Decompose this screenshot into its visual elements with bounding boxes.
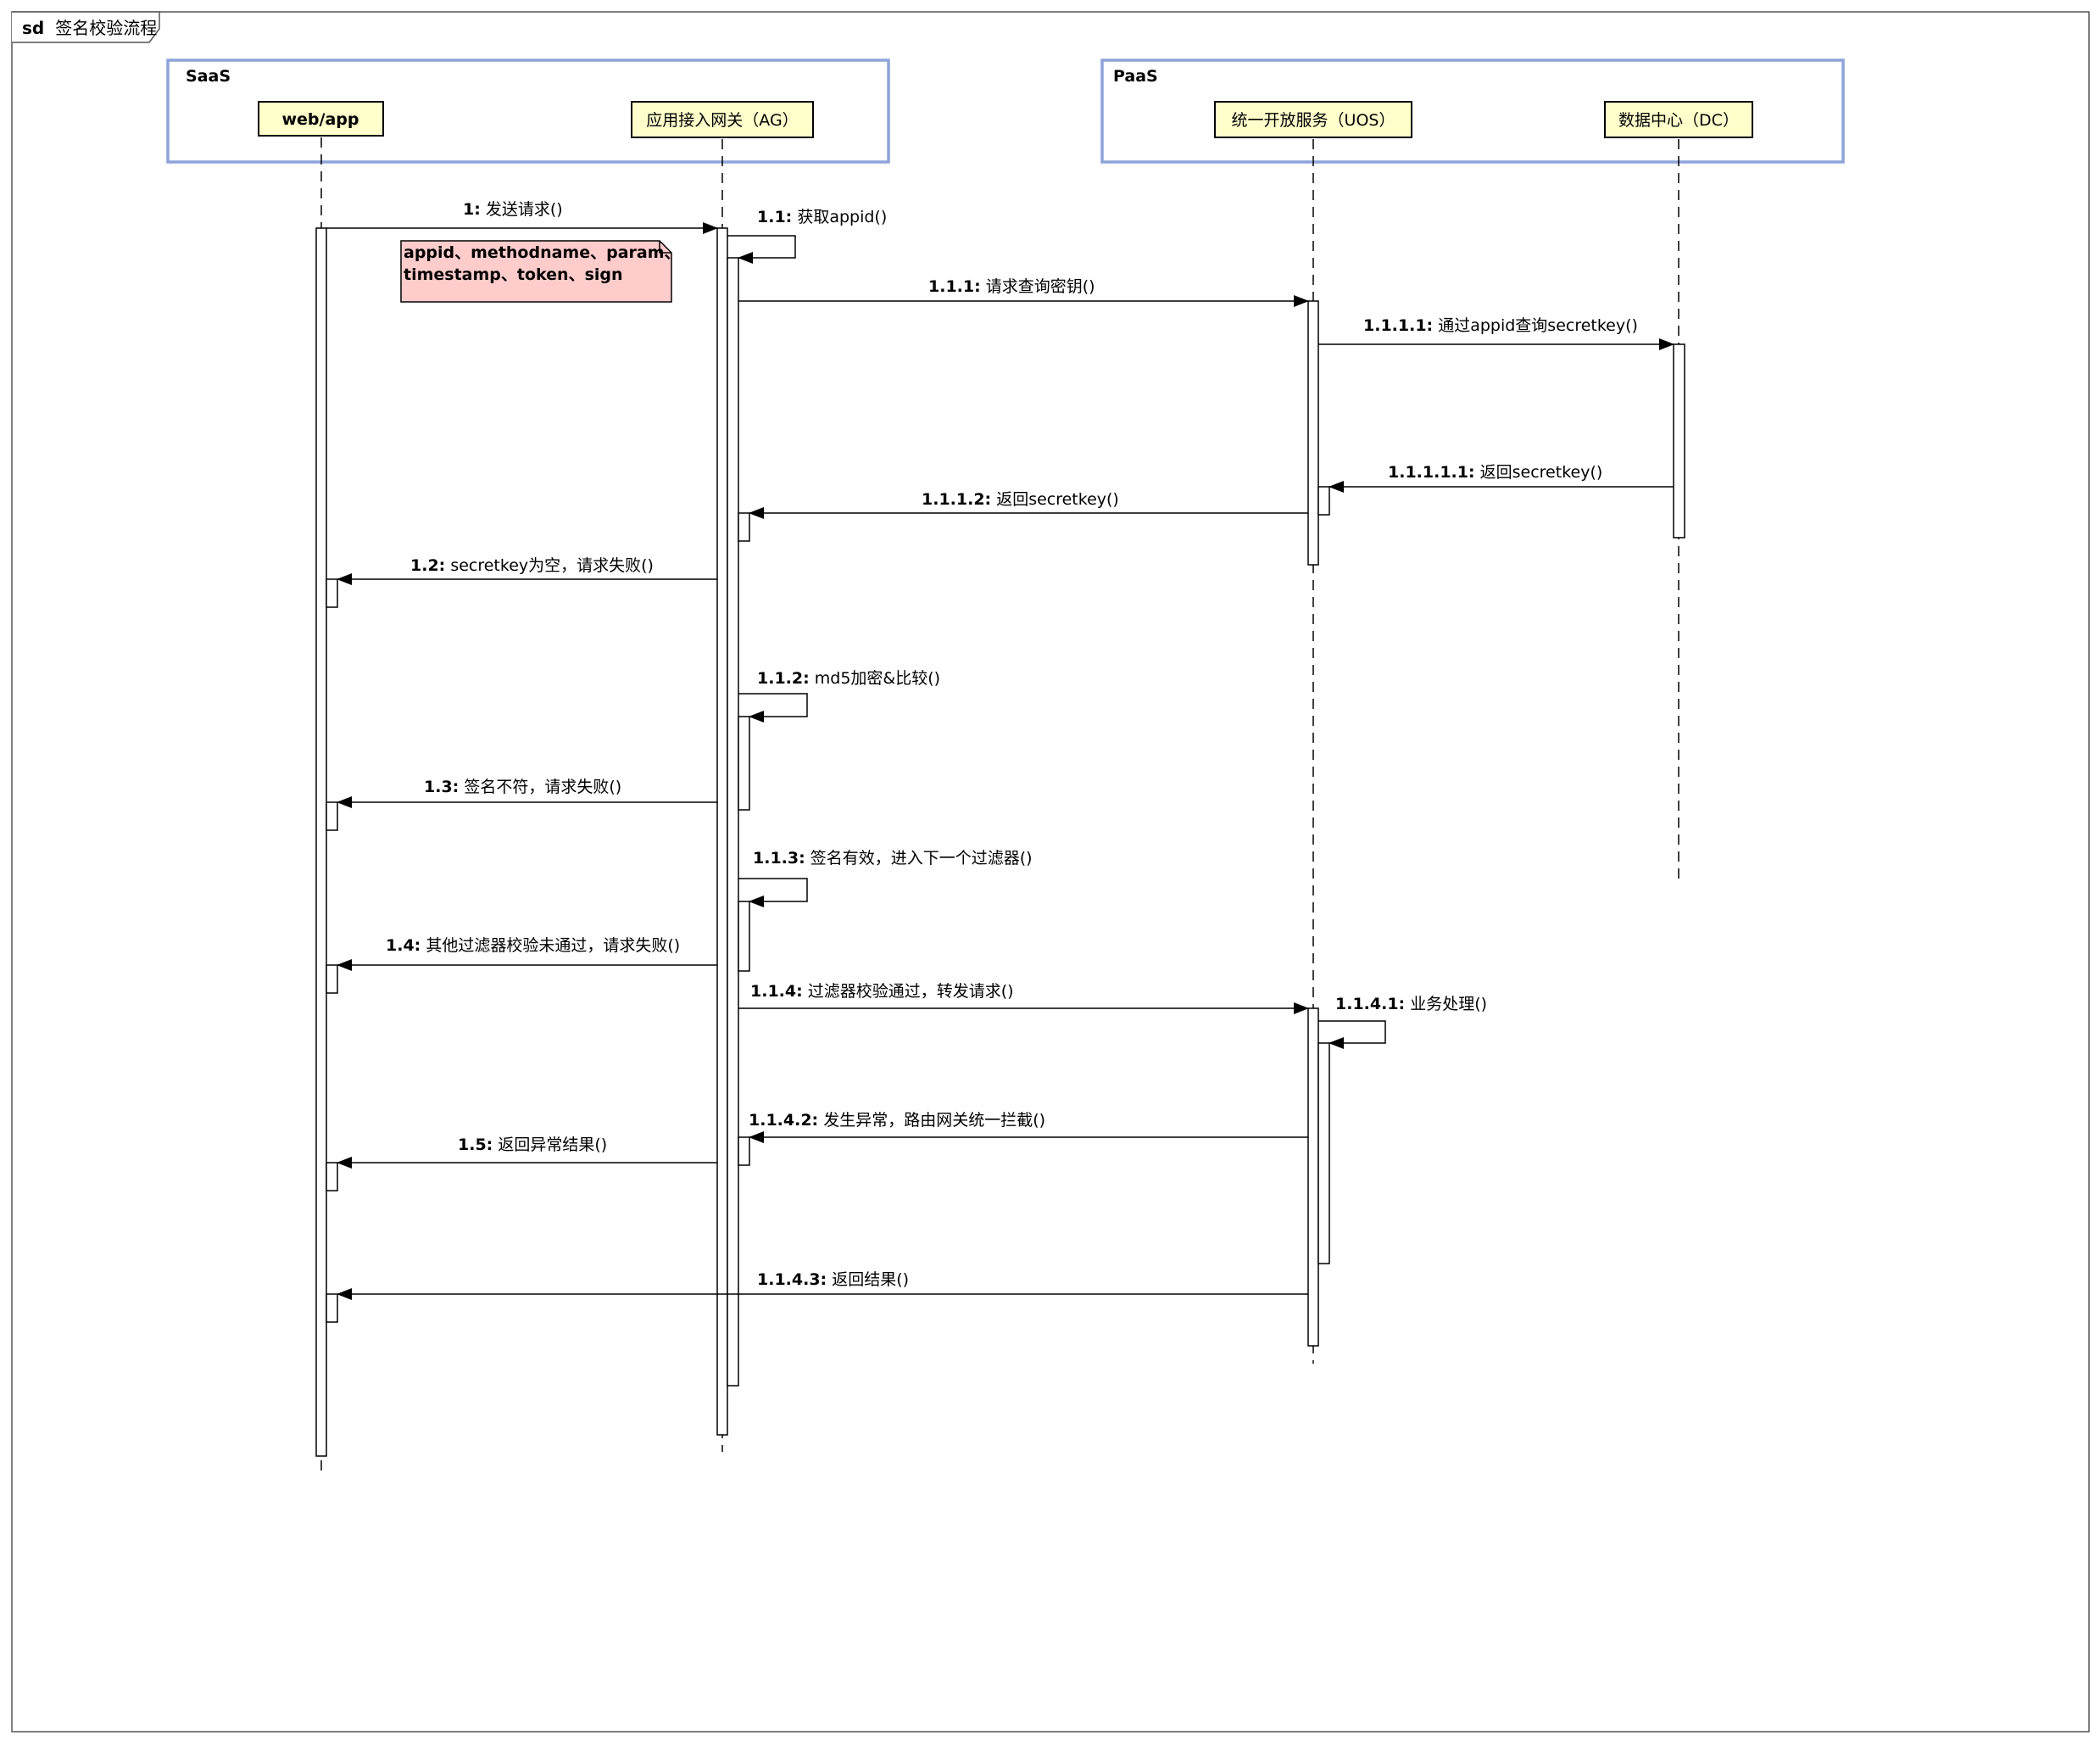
activation-web-r12	[326, 578, 338, 608]
arrow-1-1-3	[738, 878, 808, 907]
msg-label-1-1-4-3: 1.1.4.3: 返回结果()	[757, 1270, 909, 1289]
msg-label-1-5: 1.5: 返回异常结果()	[458, 1136, 607, 1154]
activation-web	[315, 227, 327, 1457]
activation-ag-r1142	[738, 1136, 750, 1166]
msg-label-1-1-1-2: 1.1.1.2: 返回secretkey()	[922, 490, 1119, 509]
frame-title: sd 签名校验流程	[22, 18, 157, 38]
note-line-1: appid、methodname、param、	[404, 243, 681, 262]
msg-label-1-1-4-1: 1.1.4.1: 业务处理()	[1335, 995, 1487, 1013]
actor-label-uos: 统一开放服务（UOS）	[1232, 111, 1395, 130]
frame-title-name: 签名校验流程	[55, 18, 157, 38]
activation-ag-r112	[738, 512, 750, 542]
msg-label-1-1: 1.1: 获取appid()	[757, 208, 887, 226]
activation-uos-2	[1307, 1007, 1319, 1347]
frame-title-tab	[12, 11, 160, 43]
msg-label-1-2: 1.2: secretkey为空，请求失败()	[410, 556, 654, 575]
note-fold	[659, 241, 671, 254]
activation-uos-1-r	[1317, 486, 1330, 516]
group-label-paas: PaaS	[1113, 67, 1158, 86]
group-box-saas	[166, 59, 890, 164]
actor-label-dc: 数据中心（DC）	[1618, 111, 1739, 130]
msg-label-1-1-2: 1.1.2: md5加密&比较()	[757, 669, 940, 688]
msg-label-1-1-1-1-1: 1.1.1.1.1: 返回secretkey()	[1388, 463, 1602, 482]
activation-web-r14	[326, 964, 338, 994]
arrow-1-1	[727, 235, 796, 264]
activation-ag-filter	[738, 901, 750, 972]
msg-label-1-1-1: 1.1.1: 请求查询密钥()	[928, 277, 1095, 296]
actor-box-uos[interactable]	[1214, 101, 1412, 138]
activation-web-r15	[326, 1162, 338, 1191]
activation-web-r143	[326, 1293, 338, 1323]
actor-box-ag[interactable]	[631, 101, 814, 138]
group-box-paas	[1100, 59, 1845, 164]
msg-label-1-3: 1.3: 签名不符，请求失败()	[424, 778, 621, 796]
actor-box-web[interactable]	[258, 101, 384, 137]
actor-label-ag: 应用接入网关（AG）	[646, 111, 798, 130]
activation-uos-1	[1307, 300, 1319, 566]
activation-ag-md5	[738, 716, 750, 811]
activation-uos-self	[1317, 1042, 1330, 1264]
msg-label-1-1-4: 1.1.4: 过滤器校验通过，转发请求()	[750, 982, 1014, 1001]
actor-label-web: web/app	[281, 110, 359, 129]
arrow-1-1-2	[738, 693, 808, 723]
arrow-1-1-4-1	[1318, 1020, 1386, 1049]
msg-label-1-1-1-1: 1.1.1.1: 通过appid查询secretkey()	[1363, 316, 1638, 335]
msg-label-1-1-3: 1.1.3: 签名有效，进入下一个过滤器()	[753, 849, 1033, 868]
msg-label-1-1-4-2: 1.1.4.2: 发生异常，路由网关统一拦截()	[749, 1111, 1045, 1130]
note-box	[400, 240, 672, 303]
activation-ag-self	[727, 257, 739, 1387]
msg-label-1-4: 1.4: 其他过滤器校验未通过，请求失败()	[386, 936, 680, 955]
group-label-saas: SaaS	[186, 67, 231, 86]
msg-label-1: 1: 发送请求()	[463, 200, 563, 219]
activation-ag	[716, 227, 728, 1436]
activation-web-r13	[326, 801, 338, 831]
note-line-2: timestamp、token、sign	[404, 265, 623, 284]
actor-box-dc[interactable]	[1604, 101, 1753, 138]
message-arrows	[326, 222, 1674, 1300]
frame-title-prefix: sd	[22, 18, 44, 38]
activation-dc	[1673, 343, 1685, 538]
diagram-frame	[11, 11, 2090, 1733]
